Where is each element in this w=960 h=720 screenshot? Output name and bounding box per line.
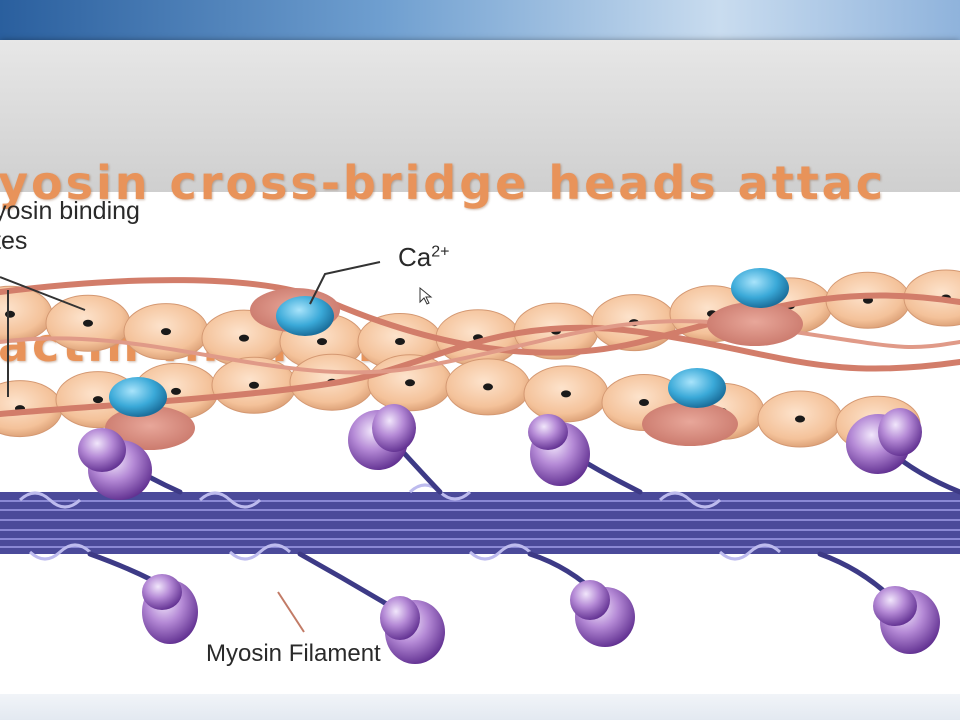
- myosin-head: [78, 428, 152, 500]
- calcium-label-symbol: Ca: [398, 242, 432, 272]
- myosin-head: [528, 414, 590, 486]
- actin-bead-dot: [561, 390, 571, 398]
- leader-lines: [0, 261, 381, 633]
- myosin-head: [142, 574, 198, 644]
- calcium-label-charge: 2+: [431, 243, 450, 261]
- actin-bead-dot: [405, 379, 415, 387]
- actin-bead-dot: [795, 415, 805, 423]
- myosin-head: [348, 404, 416, 470]
- tropomyosin-strand: [0, 319, 960, 375]
- filament-twist: [718, 543, 782, 561]
- filament-twist: [658, 491, 722, 509]
- myosin-thick-filament: [0, 483, 960, 561]
- window-bottom-band: [0, 694, 960, 720]
- diagram-svg: [0, 261, 960, 664]
- actin-bead-dot: [317, 338, 327, 346]
- filament-twist: [228, 543, 292, 561]
- sarcomere-diagram: yosin binding tes Ca2+ Myosin Filament: [0, 192, 960, 692]
- myosin-head: [846, 408, 922, 474]
- myosin-head: [380, 596, 445, 664]
- troponin-complex: [707, 302, 803, 346]
- actin-bead-dot: [239, 334, 249, 342]
- binding-site-leader-line: [0, 276, 86, 311]
- troponin-complex: [105, 406, 195, 450]
- title-band: yosin cross-bridge heads attac actin fil…: [0, 40, 960, 372]
- calcium-label: Ca2+: [398, 242, 450, 273]
- myosin-head: [873, 586, 940, 654]
- filament-twist: [468, 543, 532, 561]
- myosin-filament-leader-line: [277, 591, 305, 633]
- actin-bead-dot: [83, 319, 93, 327]
- calcium-ion: [668, 368, 726, 408]
- thick-filament-body: [0, 492, 960, 554]
- actin-bead-dot: [93, 396, 103, 404]
- actin-bead-dot: [171, 387, 181, 395]
- calcium-leader-line: [309, 261, 381, 305]
- actin-bead-dot: [161, 328, 171, 336]
- binding-sites-label-line-1: yosin binding: [0, 197, 140, 225]
- myosin-head: [570, 580, 635, 647]
- myosin-filament-label: Myosin Filament: [206, 640, 381, 667]
- actin-bead-dot: [249, 381, 259, 389]
- slide: yosin cross-bridge heads attac actin fil…: [0, 40, 960, 694]
- calcium-ion: [109, 377, 167, 417]
- calcium-ions: [109, 268, 789, 417]
- cross-bridge-stalk: [297, 551, 403, 615]
- calcium-ion: [731, 268, 789, 308]
- troponin-complexes: [105, 288, 803, 450]
- actin-bead-dot: [483, 383, 493, 391]
- slide-title-line-1: yosin cross-bridge heads attac: [0, 156, 886, 210]
- filament-twist: [18, 491, 82, 509]
- actin-bead-dot: [395, 337, 405, 345]
- thick-filament-stripes: [0, 500, 960, 548]
- tropomyosin-strands: [0, 277, 960, 417]
- calcium-ion: [276, 296, 334, 336]
- actin-bead-dot: [5, 310, 15, 318]
- myosin-heads: [78, 404, 940, 664]
- binding-sites-label: yosin binding tes: [0, 196, 140, 256]
- troponin-complex: [642, 402, 738, 446]
- window-top-band: [0, 0, 960, 40]
- mouse-cursor-icon: [419, 286, 433, 305]
- tropomyosin-strand: [0, 324, 960, 417]
- binding-sites-label-line-2: tes: [0, 227, 28, 255]
- filament-twist: [198, 491, 262, 509]
- filament-twist: [28, 543, 92, 561]
- actin-bead-dot: [639, 399, 649, 407]
